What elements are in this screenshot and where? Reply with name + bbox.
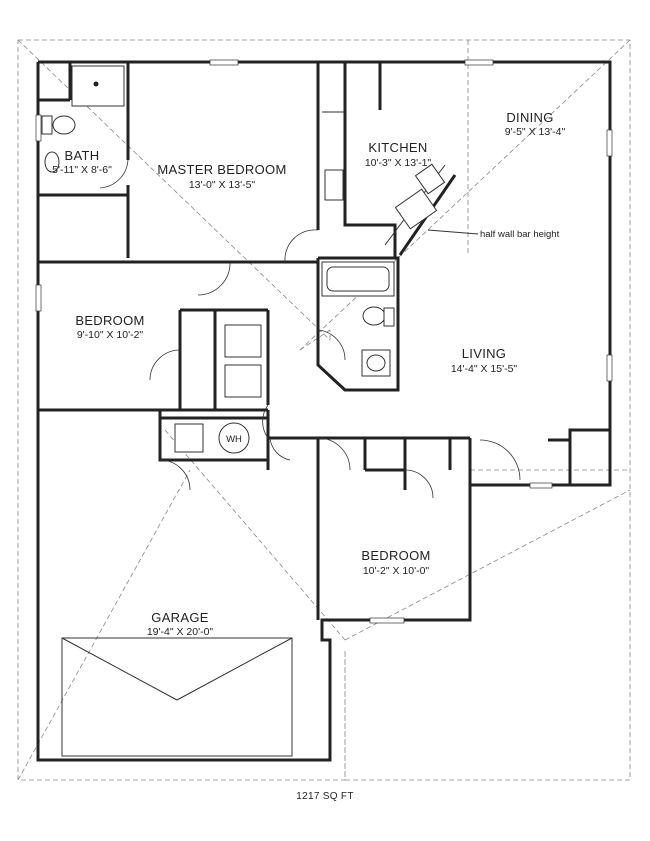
interior-walls	[38, 62, 610, 620]
room-name-garage: GARAGE	[151, 610, 208, 625]
dryer-icon	[224, 364, 262, 398]
doors	[99, 159, 521, 499]
room-name-dining: DINING	[506, 110, 553, 125]
washer-icon	[224, 324, 262, 358]
range-icon	[324, 169, 344, 201]
window-markers	[35, 59, 613, 624]
annotations: half wall bar height WH	[226, 229, 559, 445]
room-dims-bedroom-south: 10'-2" X 10'-0"	[363, 565, 430, 577]
room-name-master-bedroom: MASTER BEDROOM	[157, 162, 286, 177]
room-name-kitchen: KITCHEN	[368, 140, 427, 155]
room-name-bedroom-west: BEDROOM	[75, 313, 144, 328]
room-name-living: LIVING	[462, 346, 506, 361]
fixtures	[41, 65, 446, 454]
roof-outline	[17, 39, 631, 781]
sink-icon	[44, 151, 60, 173]
garage-door	[61, 637, 293, 757]
water-heater-icon	[218, 422, 250, 454]
total-area: 1217 SQ FT	[296, 791, 354, 802]
room-dims-bedroom-west: 9'-10" X 10'-2"	[77, 329, 144, 341]
toilet-icon	[52, 115, 76, 135]
kitchen-sink-icon	[394, 188, 438, 230]
room-dims-master-bedroom: 13'-0" X 13'-5"	[189, 179, 256, 191]
bar-note: half wall bar height	[480, 229, 560, 240]
room-dims-bath: 5'-11" X 8'-6"	[52, 164, 112, 176]
water-heater-label: WH	[226, 434, 242, 445]
room-dims-kitchen: 10'-3" X 13'-1"	[365, 157, 432, 169]
exterior-walls	[36, 60, 612, 762]
toilet-icon	[362, 306, 386, 326]
room-name-bath: BATH	[65, 148, 100, 163]
room-labels: BATH 5'-11" X 8'-6" MASTER BEDROOM 13'-0…	[52, 110, 565, 638]
room-dims-dining: 9'-5" X 13'-4"	[505, 126, 566, 138]
laundry-sink-icon	[174, 423, 204, 453]
room-dims-garage: 19'-4" X 20'-0"	[147, 626, 214, 638]
room-dims-living: 14'-4" X 15'-5"	[451, 363, 518, 375]
room-name-bedroom-south: BEDROOM	[361, 548, 430, 563]
shower-icon	[71, 65, 125, 107]
